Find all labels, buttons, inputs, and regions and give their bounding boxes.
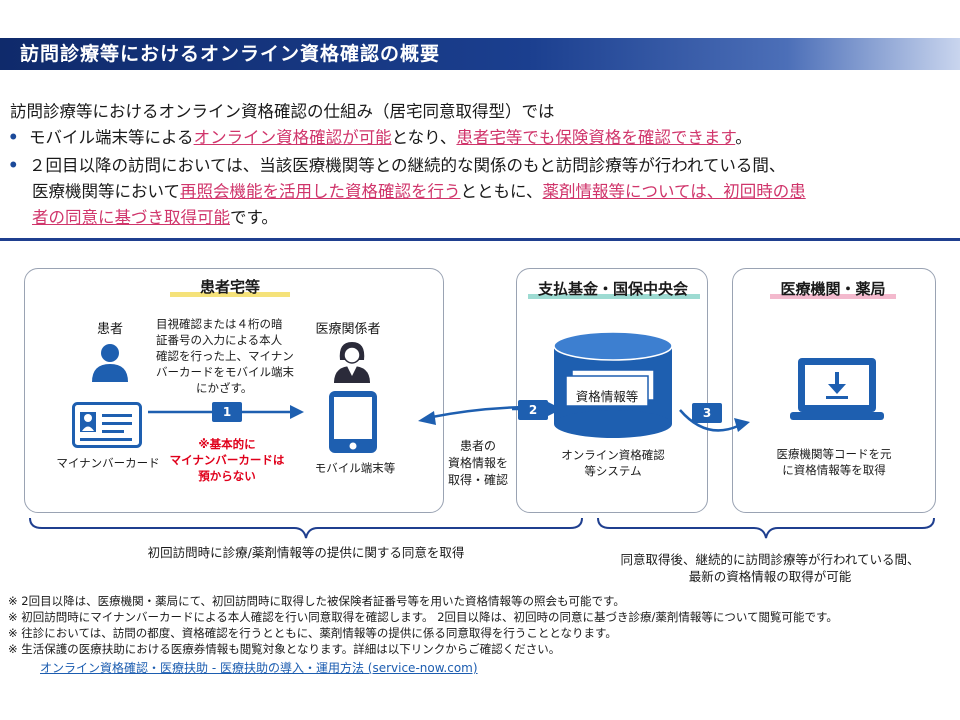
step3-arrow bbox=[679, 409, 750, 432]
middle-label-line-2: 資格情報を bbox=[447, 456, 508, 470]
bullet1-text-1: モバイル端末等による bbox=[29, 128, 194, 147]
right-brace-text-1: 同意取得後、継続的に訪問診療等が行われている間、 bbox=[620, 552, 920, 567]
bullet2-text-3: です。 bbox=[230, 208, 278, 227]
step2-arrow bbox=[418, 402, 563, 425]
tablet-icon bbox=[329, 391, 377, 453]
bullet1-text-2: となり、 bbox=[391, 128, 457, 147]
page-title: 訪問診療等におけるオンライン資格確認の概要 bbox=[20, 43, 441, 65]
instruction-line-3: 確認を行った上、マイナン bbox=[156, 349, 294, 363]
patient-icon bbox=[92, 344, 128, 382]
patient-home-box bbox=[24, 268, 444, 513]
note-2: ※ 初回訪問時にマイナンバーカードによる本人確認を行い同意取得を確認します。 2… bbox=[8, 610, 838, 624]
section-divider bbox=[0, 238, 960, 241]
home-title: 患者宅等 bbox=[199, 278, 260, 296]
middle-label-line-3: 取得・確認 bbox=[447, 473, 508, 487]
header-band bbox=[0, 38, 960, 70]
bullet2-highlight-2a: 薬剤情報等については、初回時の患 bbox=[542, 182, 806, 201]
bullet2-text-2: とともに、 bbox=[460, 182, 543, 201]
bullet2-highlight-2b: 者の同意に基づき取得可能 bbox=[32, 208, 230, 227]
medical-staff-icon bbox=[334, 342, 370, 383]
note-3: ※ 往診においては、訪問の都度、資格確認を行うとともに、薬剤情報等の提供に係る同… bbox=[8, 626, 617, 640]
fund-title: 支払基金・国保中央会 bbox=[537, 280, 688, 298]
bullet1-text-3: 。 bbox=[735, 128, 752, 147]
intro-heading: 訪問診療等におけるオンライン資格確認の仕組み（居宅同意取得型）では bbox=[10, 102, 555, 121]
medical-aid-link[interactable]: オンライン資格確認・医療扶助 - 医療扶助の導入・運用方法 (service-n… bbox=[40, 661, 478, 675]
bullet-dot: • bbox=[8, 128, 19, 147]
clinic-desc-line-2: に資格情報等を取得 bbox=[782, 463, 886, 477]
home-title-underline bbox=[170, 292, 290, 297]
clinic-title: 医療機関・薬局 bbox=[780, 280, 886, 298]
warning-line-3: 預からない bbox=[198, 469, 256, 483]
intro-bullet-2-line1: • ２回目以降の訪問においては、当該医療機関等との継続的な関係のもと訪問診療等が… bbox=[8, 154, 785, 178]
clinic-title-underline bbox=[770, 294, 896, 299]
note-4: ※ 生活保護の医療扶助における医療券情報も閲覧対象となります。詳細は以下リンクか… bbox=[8, 642, 561, 656]
step-2-badge: 2 bbox=[518, 400, 548, 420]
step-1-badge: 1 bbox=[212, 402, 242, 422]
intro-bullet-2-line3: 者の同意に基づき取得可能です。 bbox=[32, 206, 278, 230]
warning-line-2: マイナンバーカードは bbox=[169, 453, 285, 467]
instruction-line-1: 目視確認または４桁の暗 bbox=[156, 317, 283, 331]
staff-label: 医療関係者 bbox=[315, 322, 381, 337]
bullet1-highlight-2: 患者宅等でも保険資格を確認できます bbox=[456, 128, 736, 147]
intro-bullet-1: • モバイル端末等によるオンライン資格確認が可能となり、患者宅等でも保険資格を確… bbox=[8, 126, 752, 150]
bullet1-highlight-1: オンライン資格確認が可能 bbox=[193, 128, 392, 147]
instruction-line-4: バーカードをモバイル端末 bbox=[156, 365, 294, 379]
mynumber-card-icon bbox=[72, 402, 142, 448]
bullet-dot: • bbox=[8, 156, 19, 175]
right-brace bbox=[597, 517, 935, 539]
laptop-icon bbox=[790, 358, 884, 420]
instruction-line-5: にかざす。 bbox=[196, 381, 253, 395]
instruction-line-2: 証番号の入力による本人 bbox=[156, 333, 283, 347]
document-label: 資格情報等 bbox=[575, 389, 639, 404]
database-icon bbox=[553, 331, 673, 438]
patient-label: 患者 bbox=[96, 322, 123, 337]
left-brace-text: 初回訪問時に診療/薬剤情報等の提供に関する同意を取得 bbox=[147, 545, 465, 560]
clinic-desc-line-1: 医療機関等コードを元 bbox=[776, 447, 892, 461]
intro-bullet-2-line2: 医療機関等において再照会機能を活用した資格確認を行うとともに、薬剤情報等について… bbox=[32, 180, 806, 204]
mobile-device-label: モバイル端末等 bbox=[314, 461, 396, 475]
warning-line-1: ※基本的に bbox=[198, 437, 256, 451]
bullet2-line-1: ２回目以降の訪問においては、当該医療機関等との継続的な関係のもと訪問診療等が行わ… bbox=[29, 156, 786, 175]
middle-label-line-1: 患者の bbox=[459, 439, 496, 453]
card-label: マイナンバーカード bbox=[56, 456, 160, 470]
system-label-line-1: オンライン資格確認 bbox=[561, 448, 665, 462]
step-3-badge: 3 bbox=[692, 403, 722, 423]
system-label-line-2: 等システム bbox=[584, 464, 642, 478]
note-1: ※ 2回目以降は、医療機関・薬局にて、初回訪問時に取得した被保険者証番号等を用い… bbox=[8, 594, 625, 608]
right-brace-text-2: 最新の資格情報の取得が可能 bbox=[688, 569, 852, 584]
bullet2-highlight-1: 再照会機能を活用した資格確認を行う bbox=[180, 182, 461, 201]
bullet2-text-1: 医療機関等において bbox=[32, 182, 181, 201]
left-brace bbox=[29, 517, 583, 539]
fund-title-underline bbox=[528, 294, 700, 299]
